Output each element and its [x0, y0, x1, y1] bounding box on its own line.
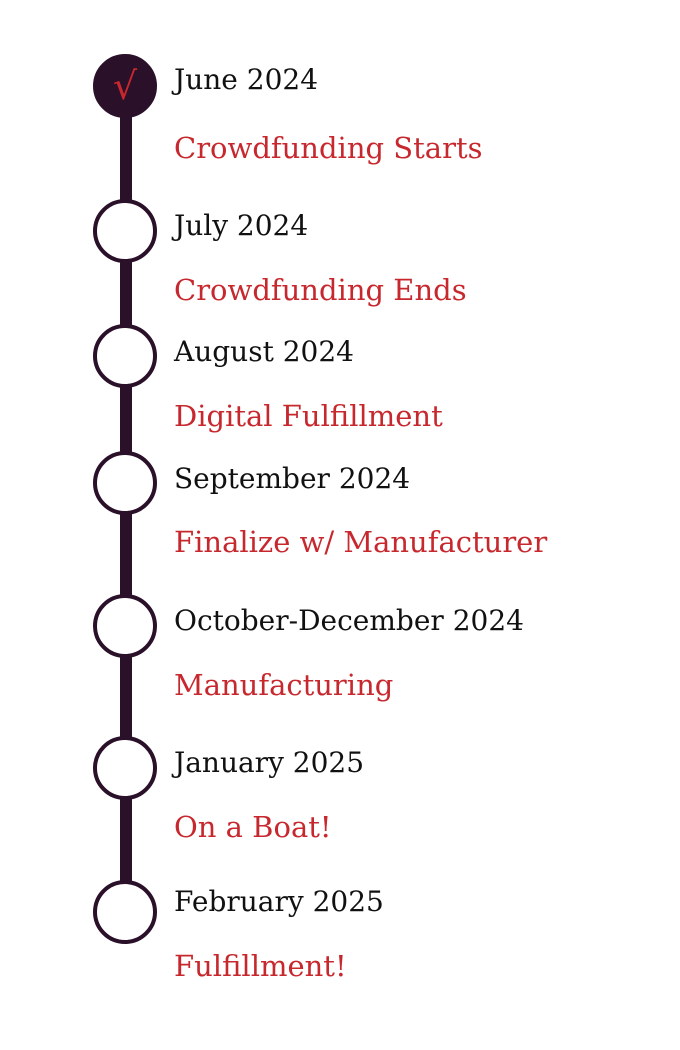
milestone-date: September 2024 [174, 462, 411, 495]
milestone-date: August 2024 [174, 335, 354, 368]
checkmark-icon: √ [112, 64, 138, 108]
milestone-label: Digital Fulfillment [174, 399, 443, 433]
milestone-date: October-December 2024 [174, 604, 524, 637]
milestone-label: Finalize w/ Manufacturer [174, 525, 548, 559]
milestone-node [93, 324, 157, 388]
milestone-node [93, 736, 157, 800]
milestone-node [93, 880, 157, 944]
milestone-label: Fulfillment! [174, 949, 347, 983]
milestone-date: January 2025 [174, 746, 365, 779]
milestone-node [93, 199, 157, 263]
milestone-node-completed: √ [93, 54, 157, 118]
milestone-node [93, 594, 157, 658]
milestone-label: Crowdfunding Ends [174, 273, 467, 307]
milestone-label: On a Boat! [174, 810, 332, 844]
milestone-date: July 2024 [174, 209, 309, 242]
milestone-label: Crowdfunding Starts [174, 131, 483, 165]
milestone-label: Manufacturing [174, 668, 394, 702]
milestone-date: February 2025 [174, 885, 384, 918]
milestone-node [93, 451, 157, 515]
milestone-date: June 2024 [174, 63, 319, 96]
